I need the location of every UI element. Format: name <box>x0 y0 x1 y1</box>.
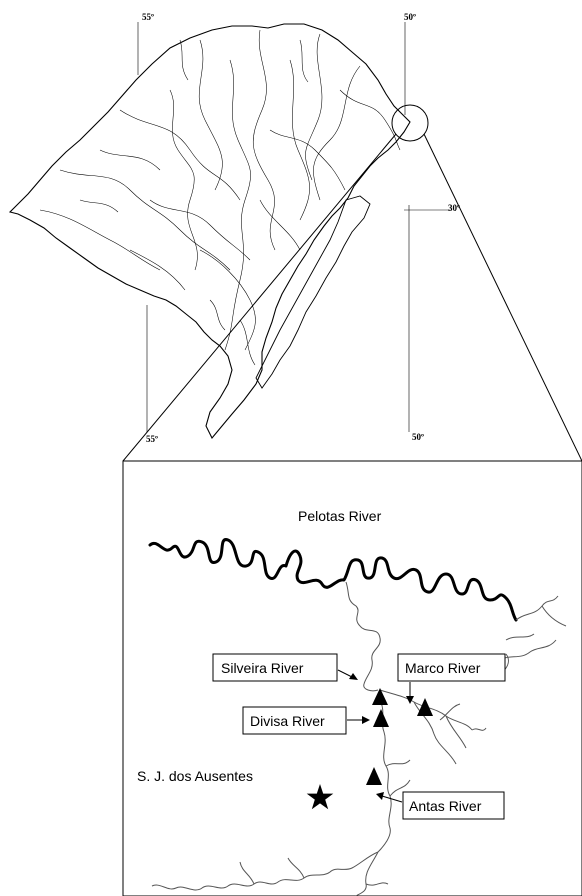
antas-river-label: Antas River <box>409 798 482 814</box>
silveira-river-label: Silveira River <box>221 660 304 676</box>
zoom-line-right <box>423 133 582 462</box>
silveira-river-arrowhead-icon <box>349 673 358 680</box>
drainage-network <box>39 29 401 366</box>
overview-map: 55º 50º 30º 55º 50º <box>8 12 460 444</box>
coord-label-right: 30º <box>448 203 460 213</box>
site-triangle-icon <box>366 767 382 785</box>
divisa-river-label: Divisa River <box>250 713 325 729</box>
antas-river-box <box>402 791 505 820</box>
inset-map: Pelotas River <box>122 460 582 896</box>
coord-label-top-right: 50º <box>404 12 416 22</box>
lagoon-outline <box>255 195 371 389</box>
site-triangle-icon <box>417 698 433 716</box>
divisa-river-arrowhead-icon <box>362 716 370 724</box>
marco-river-box <box>397 653 506 682</box>
marco-river-label: Marco River <box>405 660 481 676</box>
coord-label-bottom-left: 55º <box>146 434 158 444</box>
pelotas-river-label: Pelotas River <box>298 508 382 524</box>
star-icon <box>306 784 334 810</box>
pelotas-river-line <box>148 538 518 622</box>
antas-river-arrow <box>381 795 403 803</box>
site-triangle-icon <box>373 709 389 727</box>
town-label: S. J. dos Ausentes <box>137 768 253 784</box>
site-triangle-icon <box>372 688 388 705</box>
antas-river-arrowhead-icon <box>376 792 384 800</box>
silveira-river-box <box>212 653 338 682</box>
coord-label-bottom-right: 50º <box>412 432 424 442</box>
divisa-river-box <box>242 706 347 735</box>
study-area-circle <box>391 104 429 142</box>
coord-label-top-left: 55º <box>142 12 154 22</box>
marco-river-arrowhead-icon <box>406 696 414 704</box>
state-outline <box>8 23 411 439</box>
zoom-line-left <box>122 133 397 462</box>
tributary-network <box>151 581 567 896</box>
inset-frame <box>122 460 582 896</box>
